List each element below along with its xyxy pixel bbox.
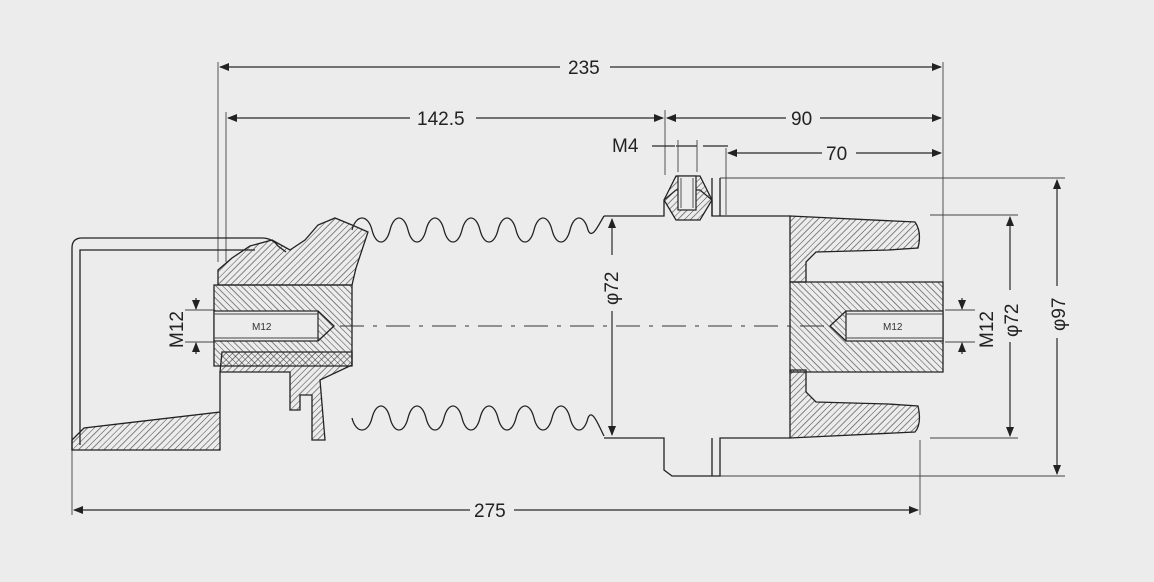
dim-275: 275	[474, 501, 506, 522]
dim-m12-right: M12	[977, 311, 998, 348]
dim-phi97: φ97	[1049, 298, 1070, 331]
dimension-labels: 235 142.5 90 70 M4 275 M12 M12 φ72 φ72 φ…	[167, 55, 1071, 522]
dim-phi72-right: φ72	[1002, 304, 1023, 337]
dim-90: 90	[791, 109, 812, 130]
dim-m12-left: M12	[167, 311, 188, 348]
dim-235: 235	[568, 58, 600, 79]
insert-label-right: M12	[883, 322, 903, 333]
dim-m4: M4	[612, 136, 639, 157]
insert-label-left: M12	[252, 322, 272, 333]
dim-70: 70	[826, 144, 847, 165]
dim-142-5: 142.5	[417, 109, 465, 130]
dim-phi72-center: φ72	[602, 272, 623, 305]
insulator-body: M12 M12	[71, 175, 944, 477]
